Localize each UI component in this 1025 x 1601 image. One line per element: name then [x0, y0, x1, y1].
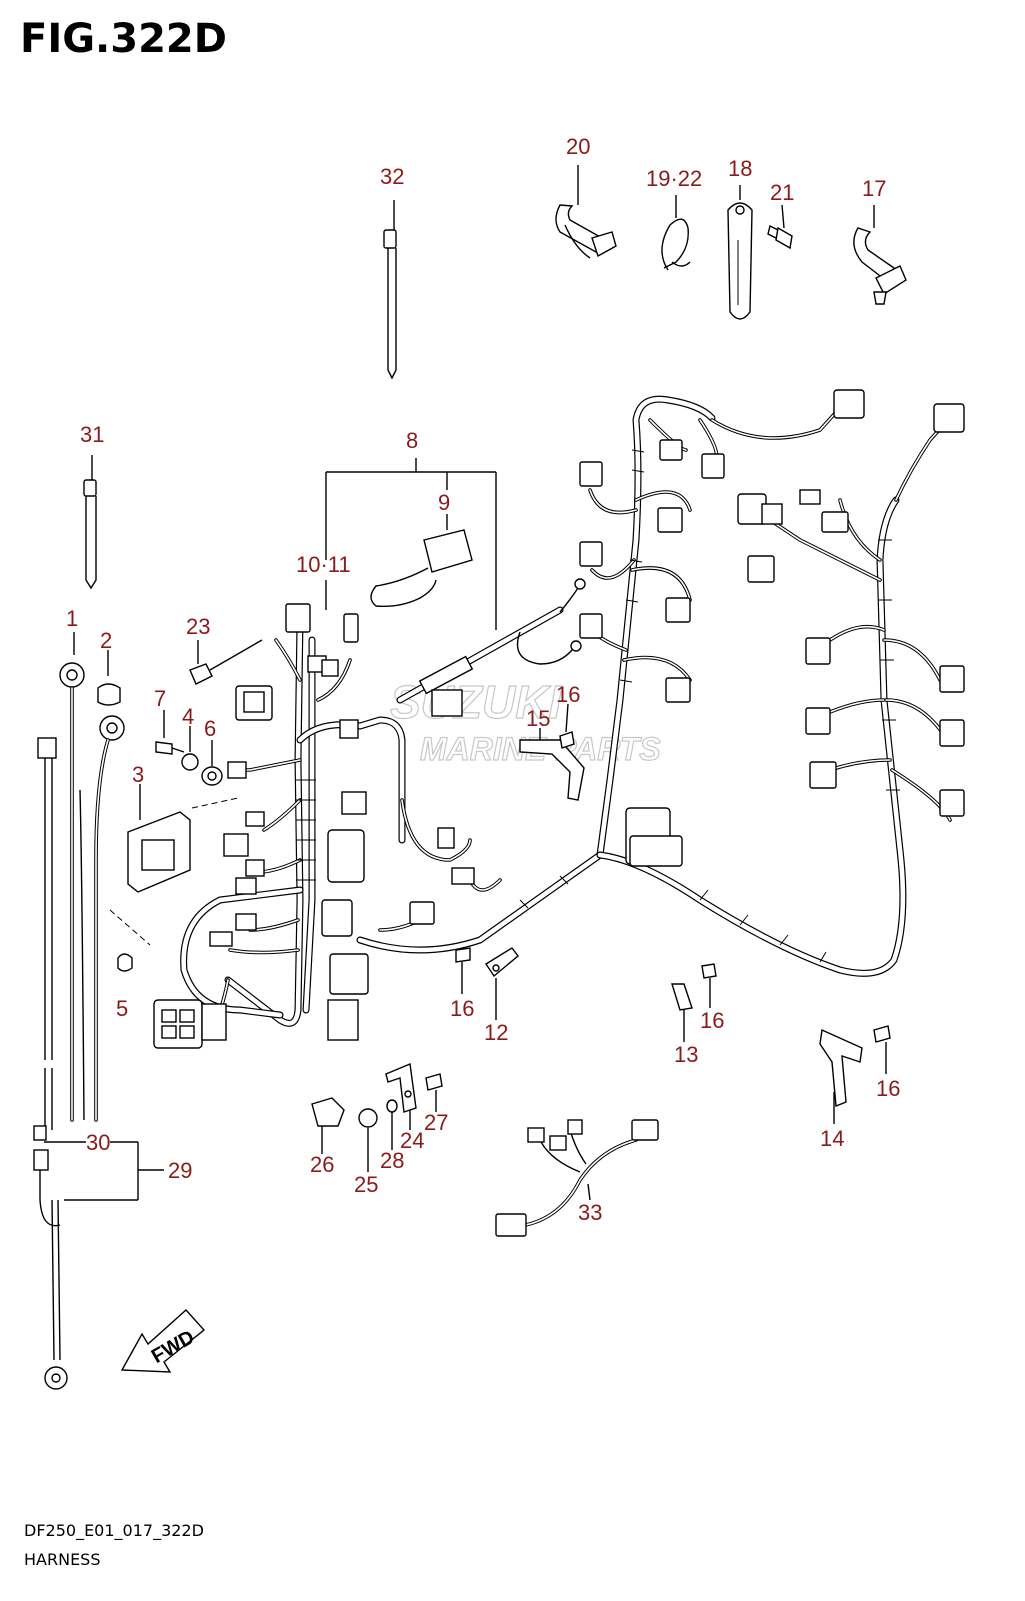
- fwd-arrow-icon: FWD: [120, 1309, 206, 1373]
- callout-16-top: 16: [556, 682, 580, 707]
- callout-3: 3: [132, 762, 144, 787]
- part-27-bolt[interactable]: [425, 1073, 443, 1112]
- part-9-relay[interactable]: [370, 529, 473, 608]
- part-21-bolt[interactable]: [767, 204, 793, 250]
- part-19-22-clip[interactable]: [661, 195, 691, 271]
- callout-9: 9: [438, 490, 450, 515]
- part-16-bolt-b[interactable]: [701, 963, 717, 1008]
- callout-18: 18: [728, 156, 752, 181]
- callout-13: 13: [674, 1042, 698, 1067]
- part-25-collar[interactable]: [358, 1108, 378, 1172]
- callout-4: 4: [182, 704, 194, 729]
- callout-8: 8: [406, 428, 418, 453]
- part-28-collar[interactable]: [386, 1099, 398, 1150]
- part-31-cable-tie[interactable]: [83, 455, 97, 590]
- part-6-grommet[interactable]: [201, 740, 223, 786]
- callout-32: 32: [380, 164, 404, 189]
- part-24-bracket[interactable]: [385, 1063, 417, 1130]
- callout-26: 26: [310, 1152, 334, 1177]
- callout-29: 29: [168, 1158, 192, 1183]
- callout-2: 2: [100, 628, 112, 653]
- ground-wire[interactable]: [33, 737, 68, 1390]
- callout-6: 6: [204, 716, 216, 741]
- callout-23: 23: [186, 614, 210, 639]
- diagram-name: HARNESS: [24, 1550, 101, 1569]
- part-17-clamp[interactable]: [853, 205, 907, 305]
- callout-33: 33: [578, 1200, 602, 1225]
- callout-15: 15: [526, 706, 550, 731]
- callout-28: 28: [380, 1148, 404, 1173]
- callout-5: 5: [116, 996, 128, 1021]
- callout-17: 17: [862, 176, 886, 201]
- part-20-clamp[interactable]: [555, 165, 617, 259]
- callout-27: 27: [424, 1110, 448, 1135]
- part-33-sub-harness[interactable]: [495, 1119, 659, 1237]
- callout-10-11: 10·11: [296, 552, 351, 577]
- part-26-cap[interactable]: [311, 1097, 345, 1154]
- callout-16-c: 16: [876, 1076, 900, 1101]
- part-4-grommet[interactable]: [181, 726, 199, 771]
- battery-cable-2[interactable]: [79, 715, 125, 1122]
- callout-1: 1: [66, 606, 78, 631]
- part-16-bolt-a[interactable]: [455, 947, 471, 994]
- part-14-bracket[interactable]: [819, 1028, 863, 1124]
- callout-24: 24: [400, 1128, 424, 1153]
- part-2-cap[interactable]: [97, 650, 121, 706]
- part-13-clamp[interactable]: [671, 983, 693, 1042]
- callout-31: 31: [80, 422, 104, 447]
- callout-16-a: 16: [450, 996, 474, 1021]
- callout-21: 21: [770, 180, 794, 205]
- part-23-bolt[interactable]: [189, 639, 263, 685]
- part-7-bolt[interactable]: [155, 710, 185, 755]
- part-12-clamp[interactable]: [485, 947, 519, 1020]
- watermark-brand: SUZUKI: [390, 676, 562, 728]
- callout-14: 14: [820, 1126, 844, 1151]
- part-16-bolt-top[interactable]: [559, 703, 575, 749]
- figure-title: FIG.322D: [20, 16, 227, 62]
- part-3-plate[interactable]: [109, 784, 239, 972]
- bracket-lines-8: [325, 458, 497, 630]
- part-1-battery-cable[interactable]: [59, 632, 85, 1122]
- part-15-bracket[interactable]: [519, 728, 585, 801]
- callout-19-22: 19·22: [646, 166, 702, 191]
- callout-30: 30: [86, 1130, 110, 1155]
- part-16-bolt-c[interactable]: [873, 1025, 891, 1074]
- bracket-lines-29-30: [44, 1141, 164, 1201]
- harness-connectors[interactable]: [153, 389, 965, 1049]
- part-18-strap[interactable]: [727, 185, 753, 320]
- watermark: SUZUKI MARINE PARTS: [389, 675, 661, 767]
- part-32-cable-tie[interactable]: [383, 200, 397, 380]
- callout-7: 7: [154, 686, 166, 711]
- diagram-code: DF250_E01_017_322D: [24, 1521, 204, 1540]
- callout-20: 20: [566, 134, 590, 159]
- callout-25: 25: [354, 1172, 378, 1197]
- callout-16-b: 16: [700, 1008, 724, 1033]
- callout-12: 12: [484, 1020, 508, 1045]
- callouts: 20 19·22 18 21 17 32 31 8 9 10·11 1 2 23…: [66, 134, 900, 1225]
